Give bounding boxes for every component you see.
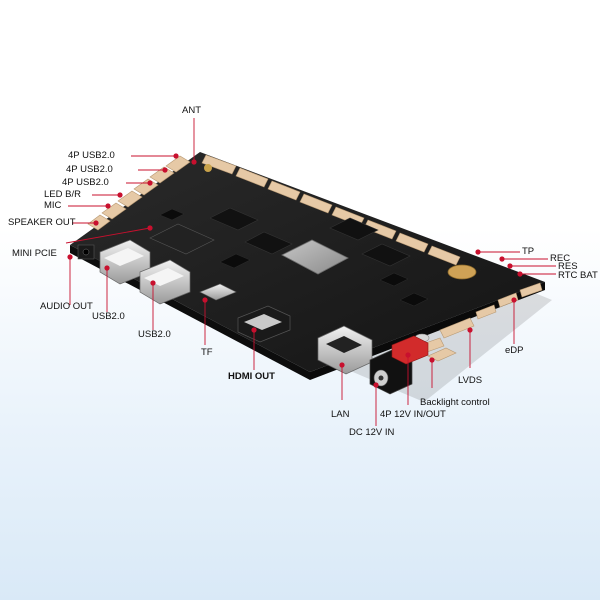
label-4p-usb-2: 4P USB2.0: [66, 164, 113, 175]
label-rtc-bat: RTC BAT: [558, 270, 598, 281]
label-res: RES: [558, 261, 578, 272]
power-terminal: [391, 335, 429, 365]
label-lvds: LVDS: [458, 375, 483, 386]
top-left-connectors: [87, 155, 191, 231]
label-speaker-out: SPEAKER OUT: [8, 217, 76, 228]
label-tf: TF: [201, 347, 213, 358]
label-usb-a-2: USB2.0: [138, 329, 171, 340]
label-mic: MIC: [44, 200, 62, 211]
label-4p-usb-3: 4P USB2.0: [62, 177, 109, 188]
memory-chips: [209, 207, 411, 267]
label-audio-out: AUDIO OUT: [40, 301, 93, 312]
label-edp: eDP: [505, 345, 524, 356]
label-backlight: Backlight control: [420, 397, 490, 408]
mini-pcie-slot: [149, 223, 215, 255]
label-4p-usb-1: 4P USB2.0: [68, 150, 115, 161]
label-led: LED B/R: [44, 189, 81, 200]
label-power-io: 4P 12V IN/OUT: [380, 409, 446, 420]
label-mini-pcie: MINI PCIE: [12, 248, 57, 259]
label-ant: ANT: [182, 105, 201, 116]
rtc-battery: [447, 264, 477, 280]
label-usb-a-1: USB2.0: [92, 311, 125, 322]
tf-slot: [199, 283, 237, 301]
soc-chip: [281, 239, 349, 275]
label-tp: TP: [522, 246, 535, 257]
label-rec: REC: [550, 253, 571, 264]
label-lan: LAN: [331, 409, 350, 420]
label-hdmi-out: HDMI OUT: [228, 371, 275, 382]
label-dc-in: DC 12V IN: [349, 427, 395, 438]
callout-dots: [67, 153, 523, 388]
top-edge-connectors: [201, 154, 461, 266]
callout-lines: [65, 118, 556, 426]
